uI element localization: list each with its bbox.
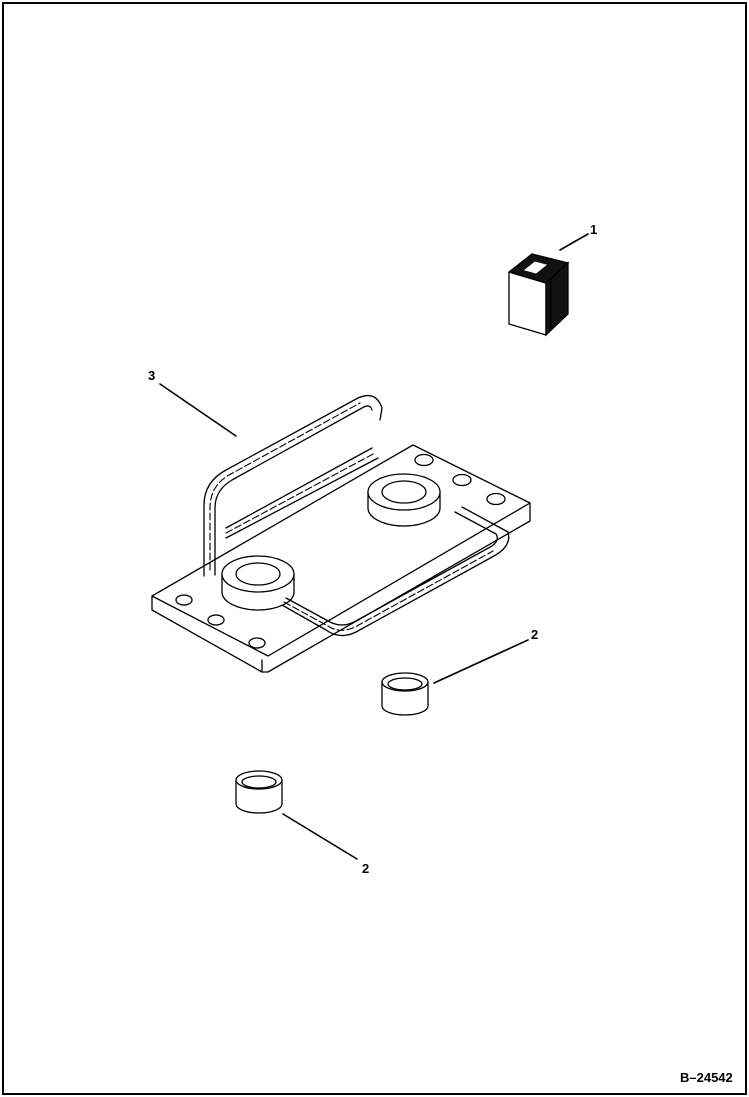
leader-line-2-upper: [433, 639, 529, 684]
document-number: B–24542: [680, 1070, 733, 1085]
callout-label-2-lower: 2: [362, 861, 369, 876]
part-3-mount-plate-assembly: [151, 394, 531, 673]
callout-label-2-upper: 2: [531, 627, 538, 642]
leader-line-3: [159, 383, 237, 437]
leader-line-2-lower: [282, 813, 358, 860]
part-1-block: [507, 253, 570, 337]
part-2-bushing-lower: [235, 770, 283, 814]
callout-label-3: 3: [148, 368, 155, 383]
callout-label-1: 1: [590, 222, 597, 237]
part-2-bushing-upper: [381, 672, 429, 716]
leader-line-1: [559, 233, 589, 251]
